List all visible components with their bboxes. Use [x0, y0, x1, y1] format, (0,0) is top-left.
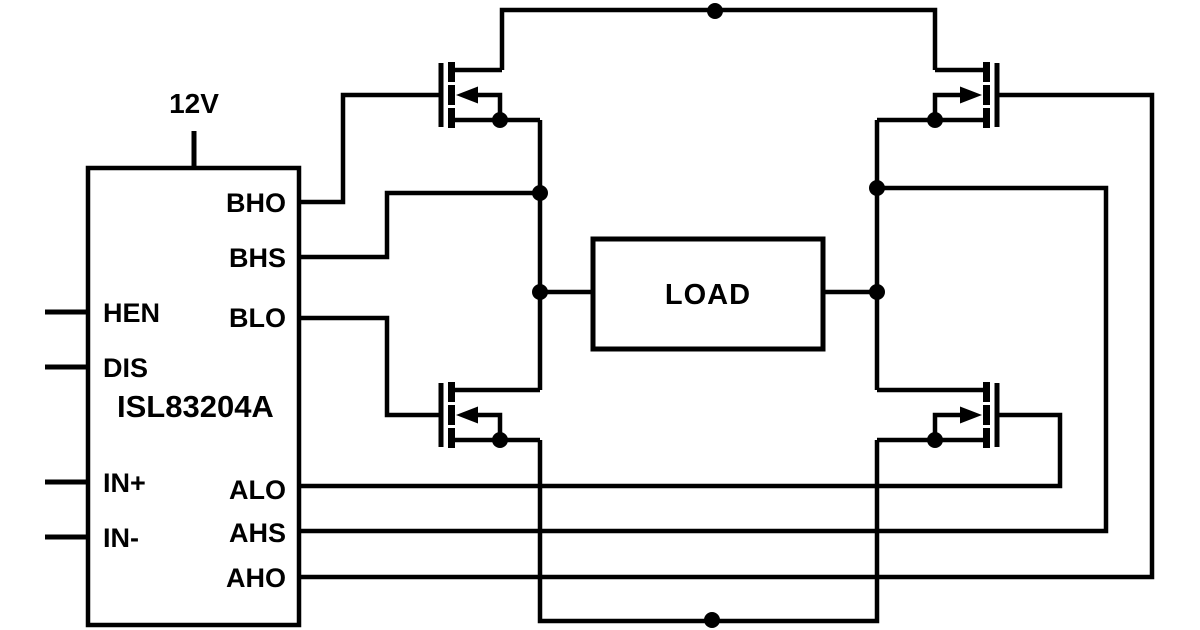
pin-label-bhs: BHS — [229, 243, 286, 273]
pin-label-hen: HEN — [103, 298, 160, 328]
load-outline — [590, 236, 826, 352]
pin-label-in-minus: IN- — [103, 523, 139, 553]
supply-label: 12V — [169, 88, 219, 119]
junction-dot-load-left — [532, 284, 548, 300]
q4-body-arrow-icon — [960, 406, 982, 424]
nmos-a-low-side — [877, 382, 1000, 448]
pin-label-blo: BLO — [229, 303, 286, 333]
junction-dot-q2-source — [927, 112, 943, 128]
q4-body-lead — [932, 412, 964, 440]
junction-dot-bhs-node — [532, 185, 548, 201]
q3-body-lead — [474, 412, 503, 440]
junction-dots — [492, 3, 943, 628]
wire-ahs — [297, 185, 1109, 534]
nmos-b-low-side — [438, 382, 540, 448]
wire-bhs — [297, 190, 540, 260]
junction-dot-bottom-rail — [704, 612, 720, 628]
junction-dot-top-rail — [707, 3, 723, 19]
q3-body-arrow-icon — [456, 406, 478, 424]
wire-alo — [297, 412, 1063, 489]
pin-label-alo: ALO — [229, 475, 286, 505]
load-label: LOAD — [665, 279, 751, 311]
wire-top-rail — [499, 7, 938, 70]
junction-dot-ahs-node — [869, 180, 885, 196]
junction-dot-load-right — [869, 284, 885, 300]
ic-part-number: ISL83204A — [117, 389, 274, 424]
q2-body-lead — [932, 92, 964, 120]
pin-label-bho: BHO — [226, 188, 286, 218]
pin-label-ahs: AHS — [229, 518, 286, 548]
nmos-b-high-side — [438, 62, 540, 128]
q1-body-arrow-icon — [456, 86, 478, 104]
junction-dot-q4-source — [927, 432, 943, 448]
pin-label-aho: AHO — [226, 563, 286, 593]
wires — [297, 7, 1155, 624]
load-block: LOAD — [590, 236, 826, 352]
ic-block: 12V ISL83204A HEN DIS IN+ IN- BHO BHS BL… — [45, 88, 302, 628]
nmos-a-high-side — [877, 62, 1000, 128]
q1-body-lead — [474, 92, 503, 120]
ic-outline — [85, 165, 302, 628]
wire-blo — [297, 315, 439, 418]
wire-bho — [297, 92, 439, 205]
pin-label-dis: DIS — [103, 353, 148, 383]
q2-body-arrow-icon — [960, 86, 982, 104]
wire-aho — [297, 92, 1155, 580]
junction-dot-q1-source — [492, 112, 508, 128]
pin-label-in-plus: IN+ — [103, 468, 146, 498]
junction-dot-q3-source — [492, 432, 508, 448]
